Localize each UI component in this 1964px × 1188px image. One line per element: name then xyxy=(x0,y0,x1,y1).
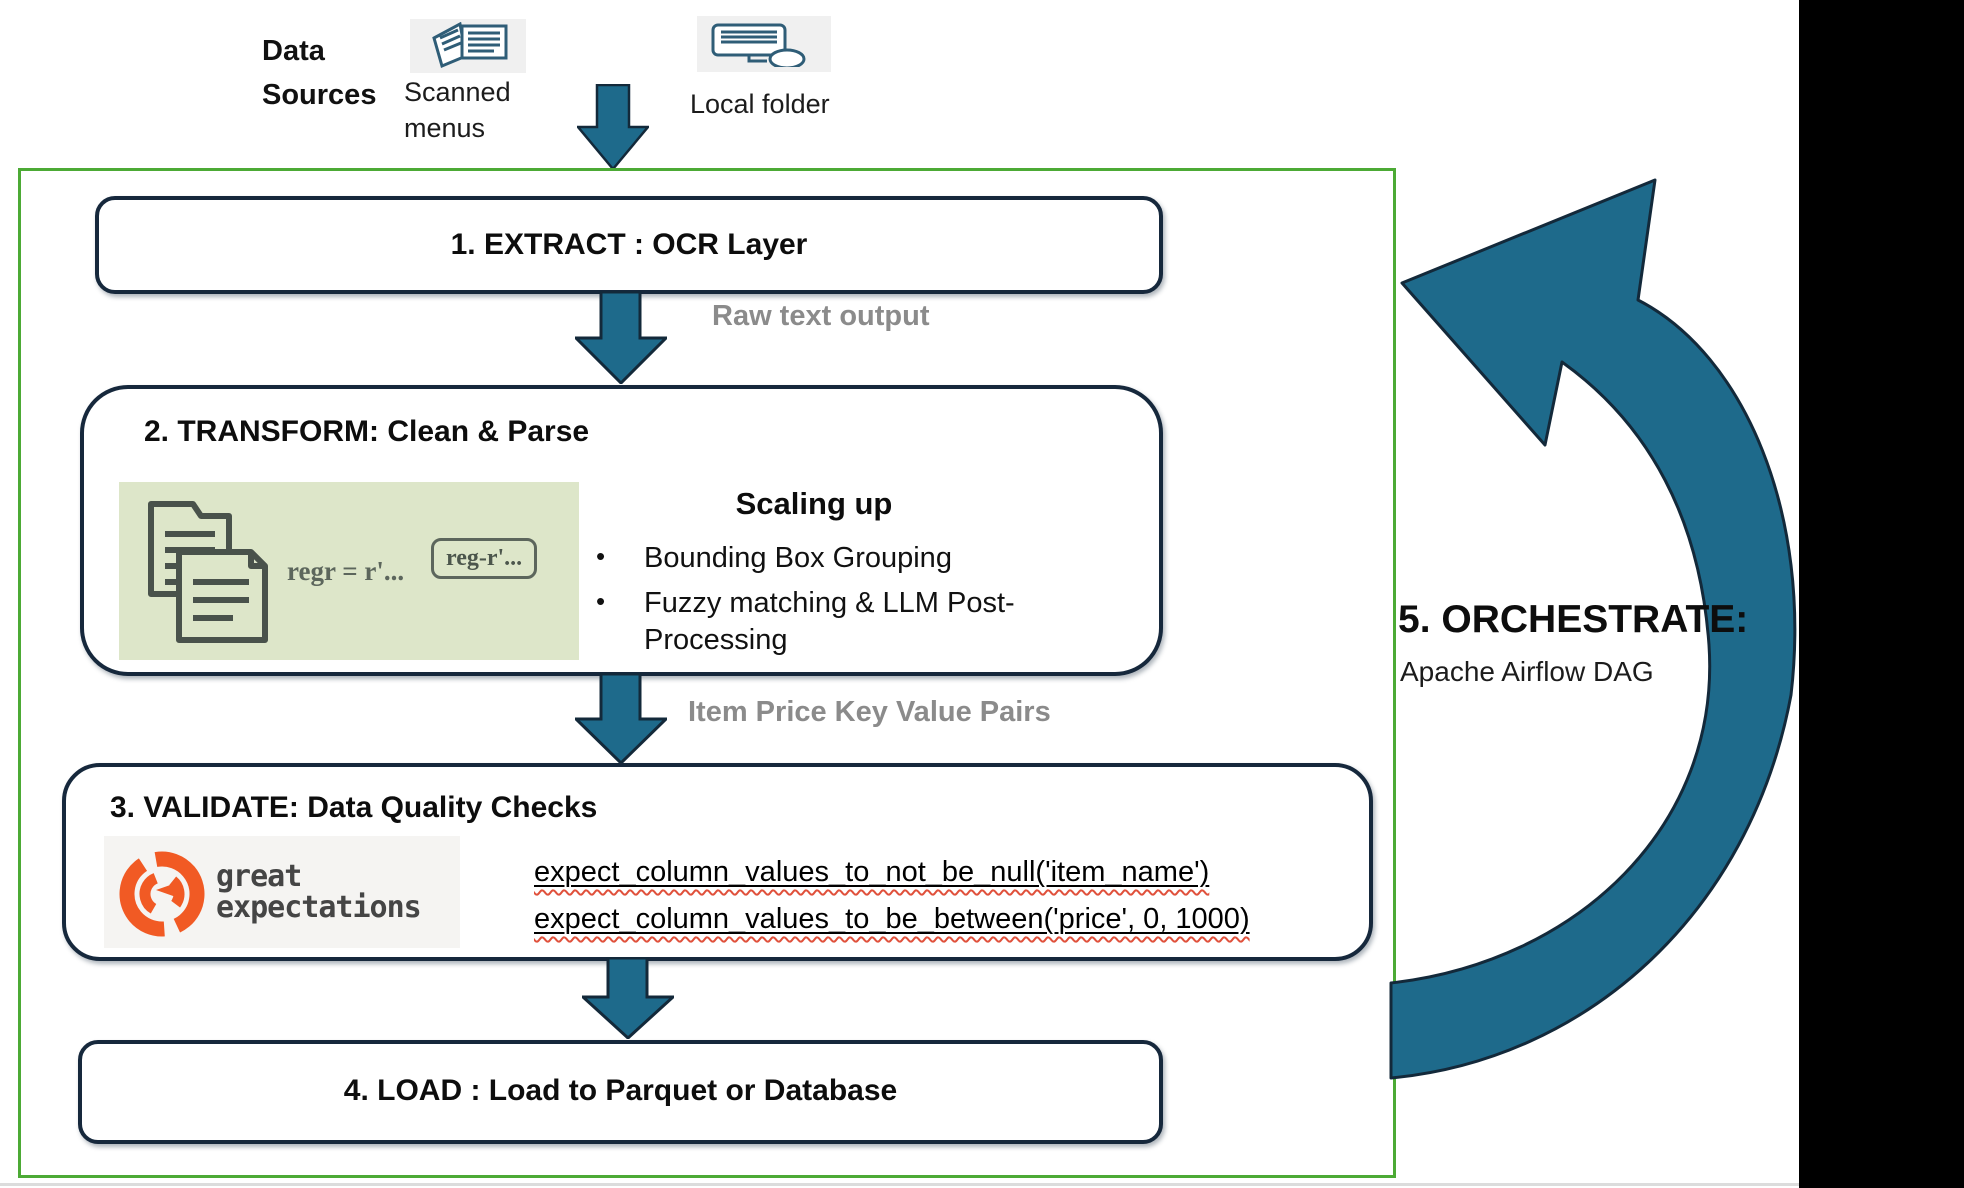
bullet-glyph: • xyxy=(596,541,606,571)
bullet-glyph: • xyxy=(596,586,606,617)
scaling-up-bullets: • Bounding Box Grouping • Fuzzy matching… xyxy=(596,531,1056,658)
bottom-edge-line xyxy=(0,1183,1799,1186)
scanned-menus-icon xyxy=(420,22,516,70)
step2-transform-box: 2. TRANSFORM: Clean & Parse regr = r'...… xyxy=(80,385,1163,676)
step5-subtitle: Apache Airflow DAG xyxy=(1400,656,1654,687)
step1-extract-box: 1. EXTRACT : OCR Layer xyxy=(95,196,1163,294)
right-letterbox-bar xyxy=(1799,0,1964,1188)
step4-load-box: 4. LOAD : Load to Parquet or Database xyxy=(78,1040,1163,1144)
documents-icon xyxy=(133,494,283,646)
down-arrow-ingest xyxy=(577,84,649,170)
bullet-text: Fuzzy matching & LLM Post-Processing xyxy=(644,587,1015,656)
down-arrow-key-value xyxy=(575,673,667,764)
flow-label-key-value: Item Price Key Value Pairs xyxy=(688,696,1051,728)
scanned-menus-tile xyxy=(410,19,526,73)
regex-illustration-tile: regr = r'... reg-r'... xyxy=(119,482,579,660)
step4-title: 4. LOAD : Load to Parquet or Database xyxy=(343,1074,898,1107)
expectation-code-line: expect_column_values_to_not_be_null('ite… xyxy=(534,856,1210,888)
local-folder-icon xyxy=(709,21,819,67)
bullet-text: Bounding Box Grouping xyxy=(644,542,952,574)
data-sources-label: Data Sources xyxy=(262,35,377,111)
local-folder-caption: Local folder xyxy=(690,89,830,119)
local-folder-tile xyxy=(697,16,831,72)
step5-title: 5. ORCHESTRATE: xyxy=(1398,598,1749,641)
regex-boxed-text: reg-r'... xyxy=(431,538,538,579)
scanned-menus-caption: Scanned menus xyxy=(404,77,511,144)
step3-title: 3. VALIDATE: Data Quality Checks xyxy=(110,791,598,824)
flow-label-raw-text: Raw text output xyxy=(712,300,930,332)
scaling-up-heading: Scaling up xyxy=(735,486,893,521)
step3-validate-box: 3. VALIDATE: Data Quality Checks great e… xyxy=(62,763,1373,961)
down-arrow-load xyxy=(582,957,674,1039)
step2-title: 2. TRANSFORM: Clean & Parse xyxy=(144,415,590,448)
expectation-code-line: expect_column_values_to_be_between('pric… xyxy=(534,902,1250,935)
bullet-item: • Fuzzy matching & LLM Post-Processing xyxy=(596,585,1056,658)
great-expectations-logo xyxy=(114,844,210,940)
expectation-code-block: expect_column_values_to_not_be_null('ite… xyxy=(534,849,1250,943)
ge-word-line1: great xyxy=(216,858,302,894)
step1-title: 1. EXTRACT : OCR Layer xyxy=(450,228,808,261)
great-expectations-tile: great expectations xyxy=(104,836,460,948)
down-arrow-raw-text xyxy=(575,291,667,384)
bullet-item: • Bounding Box Grouping xyxy=(596,540,1056,576)
ge-word-line2: expectations xyxy=(216,890,422,925)
great-expectations-wordmark: great expectations xyxy=(216,858,422,925)
regex-sample-text: regr = r'... xyxy=(287,556,405,586)
